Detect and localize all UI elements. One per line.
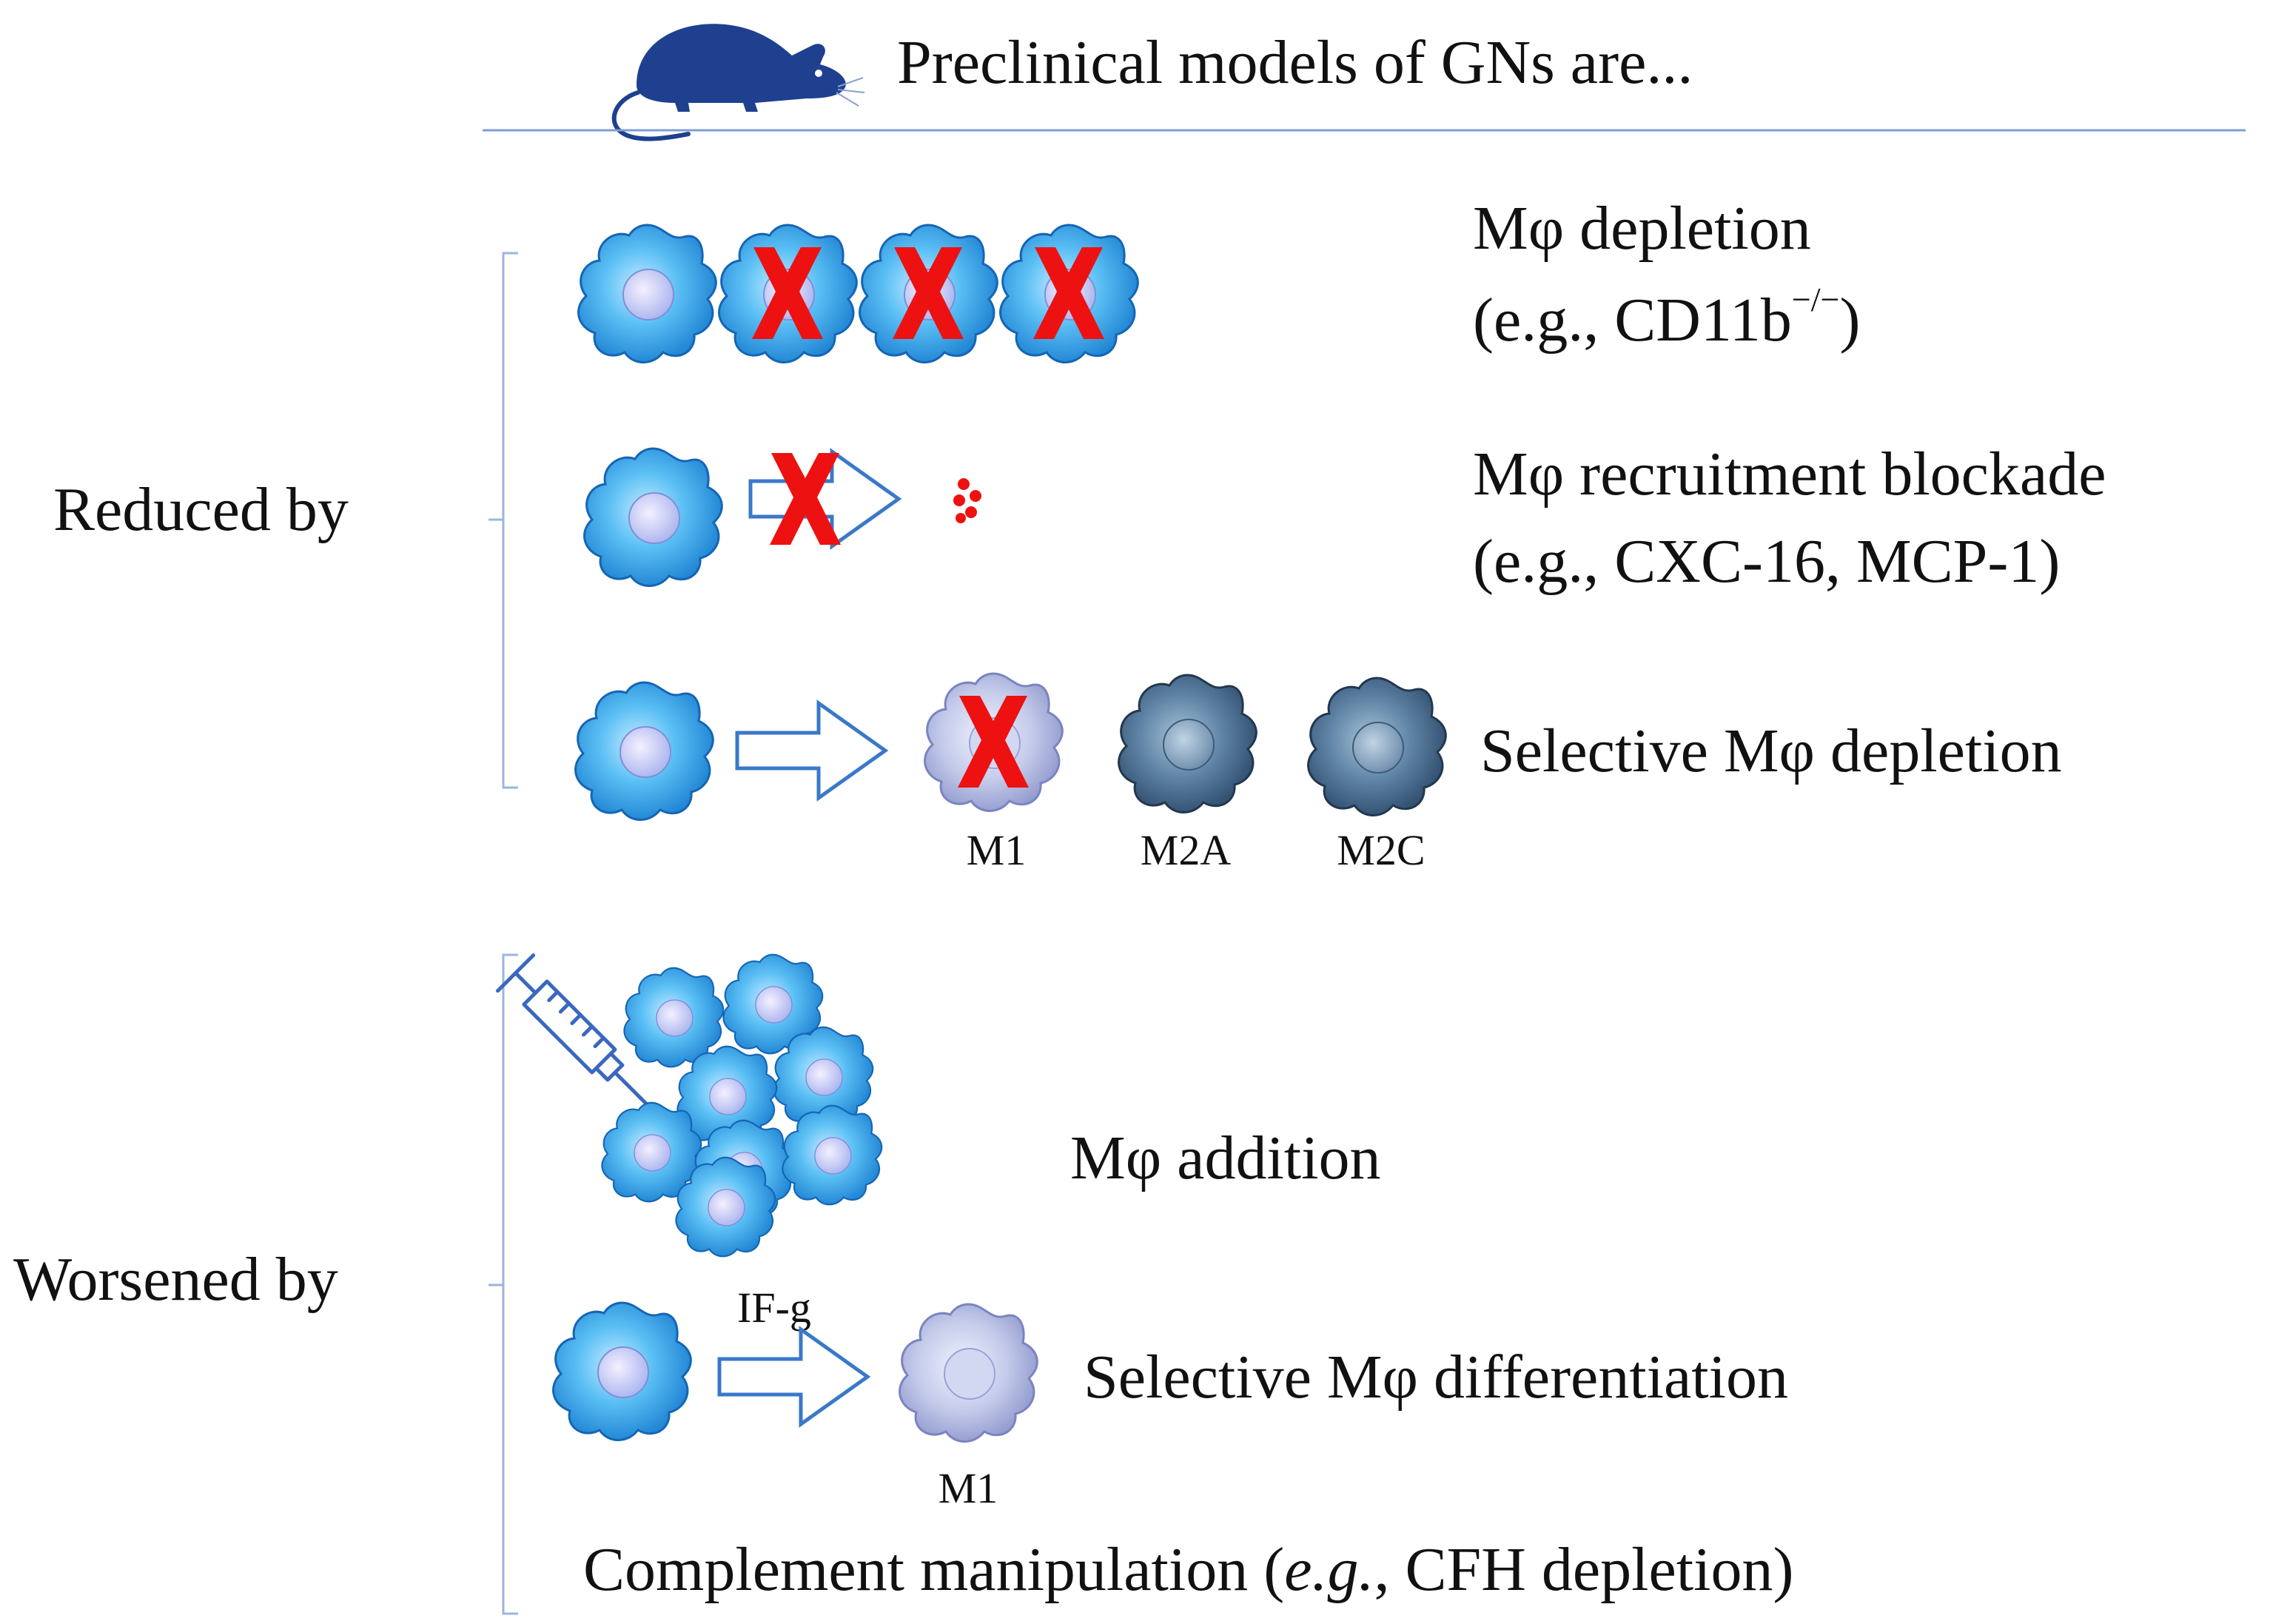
group-label-worsened: Worsened by — [13, 1245, 338, 1314]
cell-m1-differentiated — [900, 1304, 1038, 1442]
group-label-reduced: Reduced by — [53, 475, 349, 544]
item-depletion-title: Mφ depletion — [1473, 194, 1811, 263]
item-depletion-subtext: (e.g., CD11b−/−) — [1473, 281, 1860, 355]
row-differentiation-cell — [554, 1303, 691, 1440]
label-m1: M1 — [967, 826, 1027, 874]
item-recruitment-title: Mφ recruitment blockade — [1473, 440, 2106, 509]
row-selective-arrow — [737, 703, 885, 798]
bracket-worsened — [488, 953, 518, 1615]
row-depletion-cells — [579, 225, 1138, 363]
item-differentiation-title: Selective Mφ differentiation — [1084, 1343, 1788, 1412]
row-differentiation-arrow — [719, 1329, 867, 1424]
item-addition-title: Mφ addition — [1070, 1124, 1380, 1192]
arrow-label-ifg: IF-g — [737, 1284, 811, 1332]
label-m2c: M2C — [1337, 826, 1425, 874]
header-title: Preclinical models of GNs are... — [897, 28, 1693, 97]
cell-m2c — [1309, 678, 1446, 816]
label-m2a: M2A — [1141, 826, 1232, 874]
cell-m2a — [1119, 675, 1257, 813]
bracket-reduced — [488, 252, 518, 789]
row-recruitment-cell — [585, 449, 722, 586]
macrophage-cluster — [602, 955, 882, 1257]
item-recruitment-subtext: (e.g., CXC-16, MCP-1) — [1473, 527, 2060, 596]
item-selective-depletion-title: Selective Mφ depletion — [1480, 717, 2062, 785]
label-m1-differentiated: M1 — [939, 1464, 998, 1512]
mouse-icon — [611, 24, 865, 141]
row-selective-cell — [576, 682, 713, 820]
chemokine-dots — [953, 478, 981, 523]
item-complement-title: Complement manipulation (e.g., CFH deple… — [583, 1535, 1793, 1604]
